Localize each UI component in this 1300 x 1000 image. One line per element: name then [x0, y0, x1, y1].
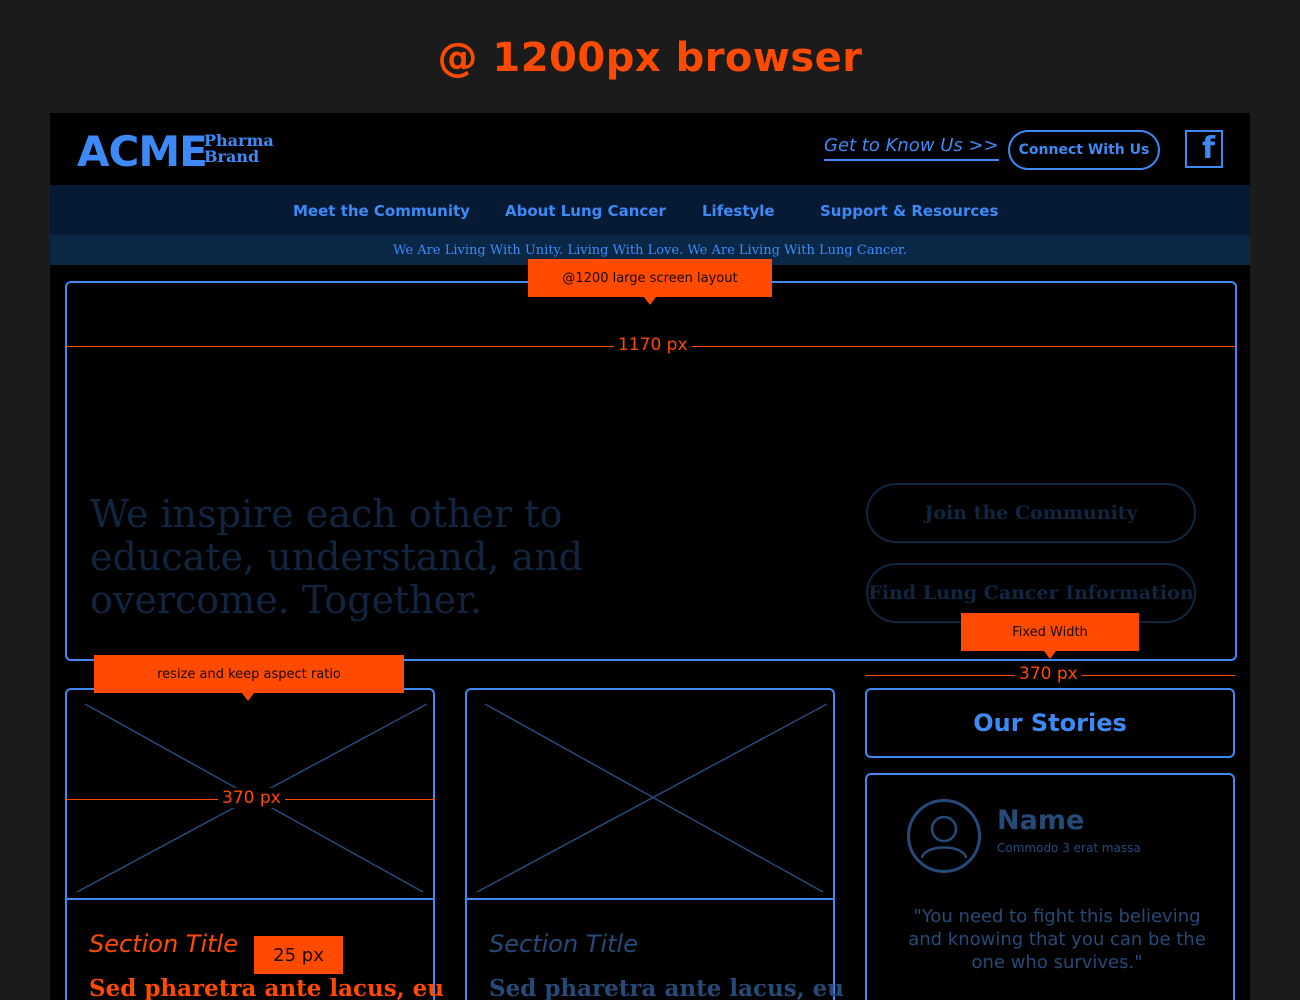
card-subtitle: Sed pharetra ante lacus, eu — [89, 975, 445, 1000]
callout-pointer — [644, 297, 656, 305]
annotation-callout: resize and keep aspect ratio — [94, 655, 404, 693]
get-to-know-link[interactable]: Get to Know Us >> — [824, 135, 999, 161]
logo-line-pharma: Pharma — [204, 131, 274, 150]
page-heading: @ 1200px browser — [437, 35, 863, 81]
dimension-label: 370 px — [1015, 664, 1082, 684]
card-section-title: Section Title — [89, 930, 238, 958]
user-icon — [920, 815, 968, 859]
content-card[interactable]: Section Title Sed pharetra ante lacus, e… — [465, 688, 844, 1000]
nav-meet-community[interactable]: Meet the Community — [293, 202, 470, 220]
annotation-callout: @1200 large screen layout — [528, 259, 772, 297]
card-divider — [67, 898, 433, 900]
tagline: We Are Living With Unity. Living With Lo… — [50, 235, 1250, 265]
card-subtitle: Sed pharetra ante lacus, eu — [489, 975, 845, 1000]
card-divider — [467, 898, 833, 900]
image-placeholder — [476, 703, 828, 893]
annotation-callout: 25 px — [254, 936, 343, 974]
logo-subtext: Pharma Brand — [204, 133, 274, 165]
nav-lifestyle[interactable]: Lifestyle — [702, 202, 775, 220]
browser-frame: ACME Pharma Brand Get to Know Us >> Conn… — [50, 113, 1250, 1000]
card-section-title: Section Title — [489, 930, 638, 958]
connect-button[interactable]: Connect With Us — [1008, 130, 1160, 170]
dimension-label: 1170 px — [614, 335, 692, 355]
story-quote: "You need to fight this believing and kn… — [908, 906, 1206, 973]
join-community-button[interactable]: Join the Community — [866, 483, 1196, 543]
story-subtitle: Commodo 3 erat massa — [997, 841, 1141, 855]
logo-acme[interactable]: ACME — [77, 127, 208, 176]
annotation-callout: Fixed Width — [961, 613, 1139, 651]
nav-support-resources[interactable]: Support & Resources — [820, 202, 999, 220]
hero-text: We inspire each other to educate, unders… — [90, 492, 583, 622]
placeholder-diagonal — [476, 703, 828, 893]
placeholder-diagonal — [484, 703, 824, 893]
our-stories-header[interactable]: Our Stories — [865, 688, 1235, 758]
main-nav: Meet the Community About Lung Cancer Lif… — [50, 185, 1250, 235]
dimension-label: 370 px — [218, 788, 285, 808]
logo-line-brand: Brand — [204, 147, 260, 166]
story-card[interactable]: Name Commodo 3 erat massa "You need to f… — [865, 773, 1235, 1000]
facebook-icon[interactable]: f — [1185, 130, 1223, 168]
callout-pointer — [1044, 651, 1056, 659]
nav-about-lung-cancer[interactable]: About Lung Cancer — [505, 202, 666, 220]
avatar — [907, 799, 981, 873]
callout-pointer — [242, 693, 254, 701]
content-card[interactable]: Section Title Sed pharetra ante lacus, e… — [65, 688, 444, 1000]
story-name: Name — [997, 805, 1085, 836]
